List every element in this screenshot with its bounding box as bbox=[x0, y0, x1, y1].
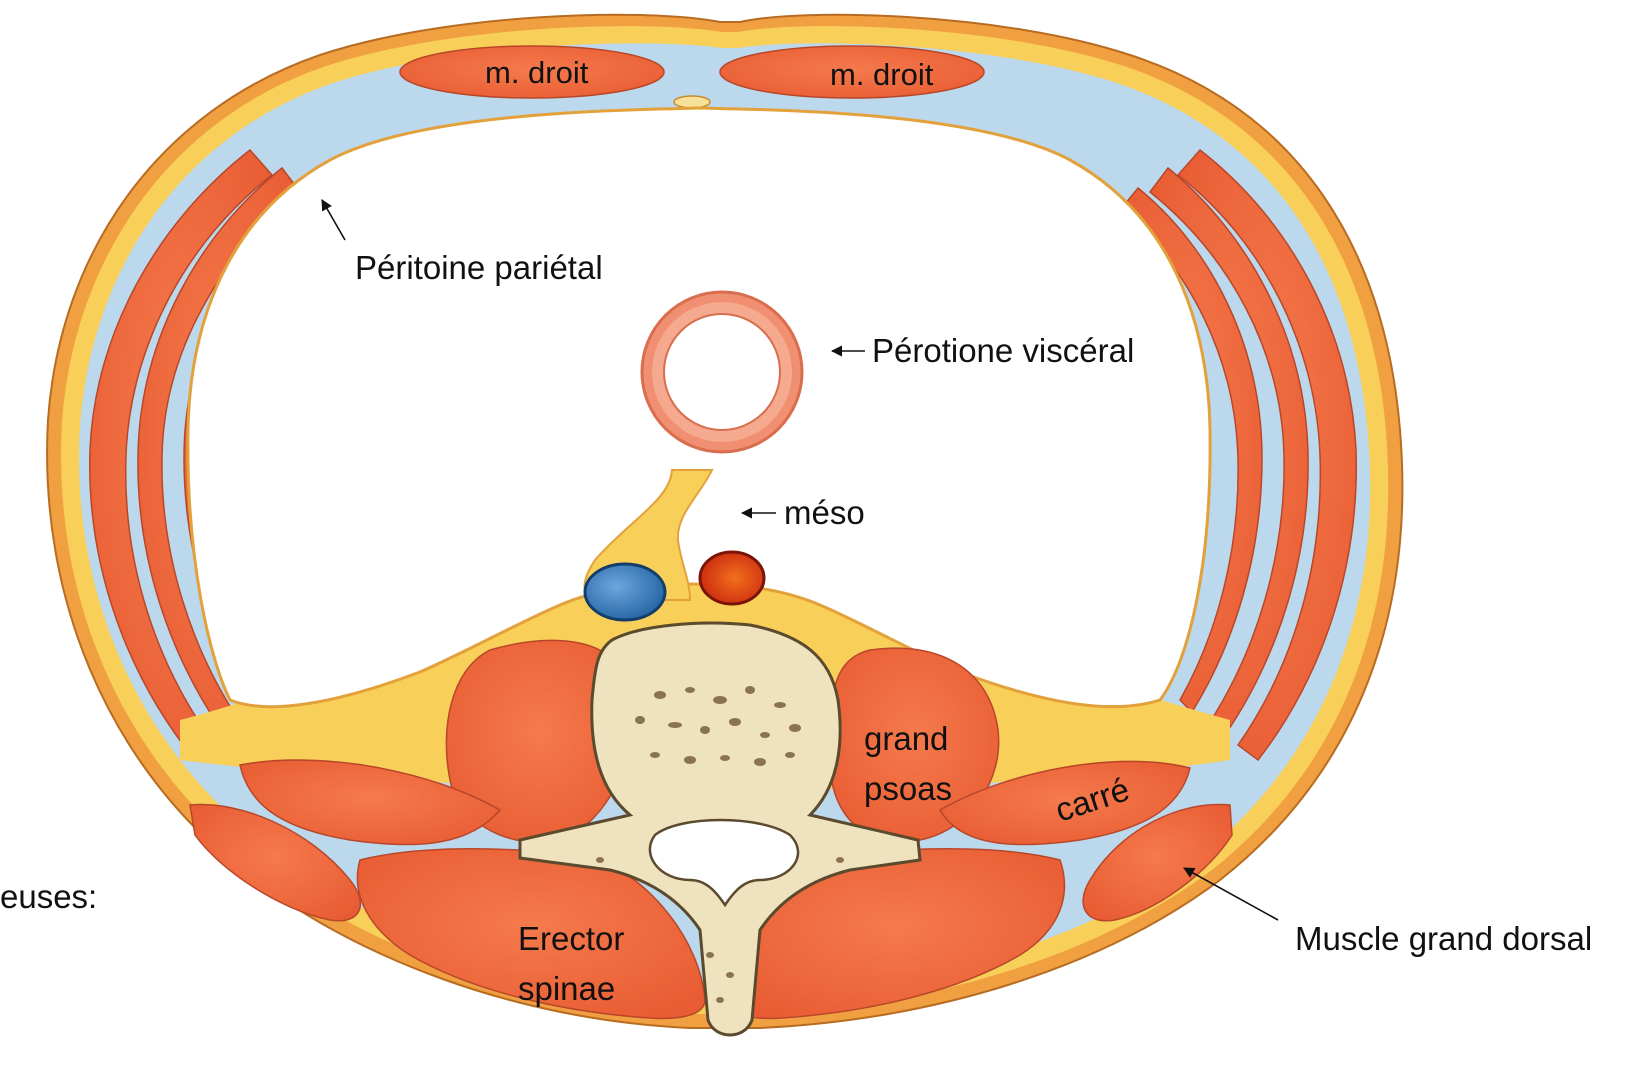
vena-cava bbox=[585, 564, 665, 620]
label-peritoine-parietal: Péritoine pariétal bbox=[355, 249, 603, 286]
label-spinae: spinae bbox=[518, 970, 615, 1007]
aorta bbox=[700, 552, 764, 604]
label-cut-left: euses: bbox=[0, 878, 97, 915]
linea-alba bbox=[674, 96, 710, 108]
label-m-droit-right: m. droit bbox=[830, 57, 934, 92]
label-grand-dorsal: Muscle grand dorsal bbox=[1295, 920, 1592, 957]
label-meso: méso bbox=[784, 494, 865, 531]
label-erector: Erector bbox=[518, 920, 624, 957]
label-grand: grand bbox=[864, 720, 948, 757]
label-m-droit-left: m. droit bbox=[485, 55, 589, 90]
label-peritoine-visceral: Pérotione viscéral bbox=[872, 332, 1134, 369]
label-psoas: psoas bbox=[864, 770, 952, 807]
intestine-lumen bbox=[664, 314, 780, 430]
intestine bbox=[642, 292, 802, 452]
